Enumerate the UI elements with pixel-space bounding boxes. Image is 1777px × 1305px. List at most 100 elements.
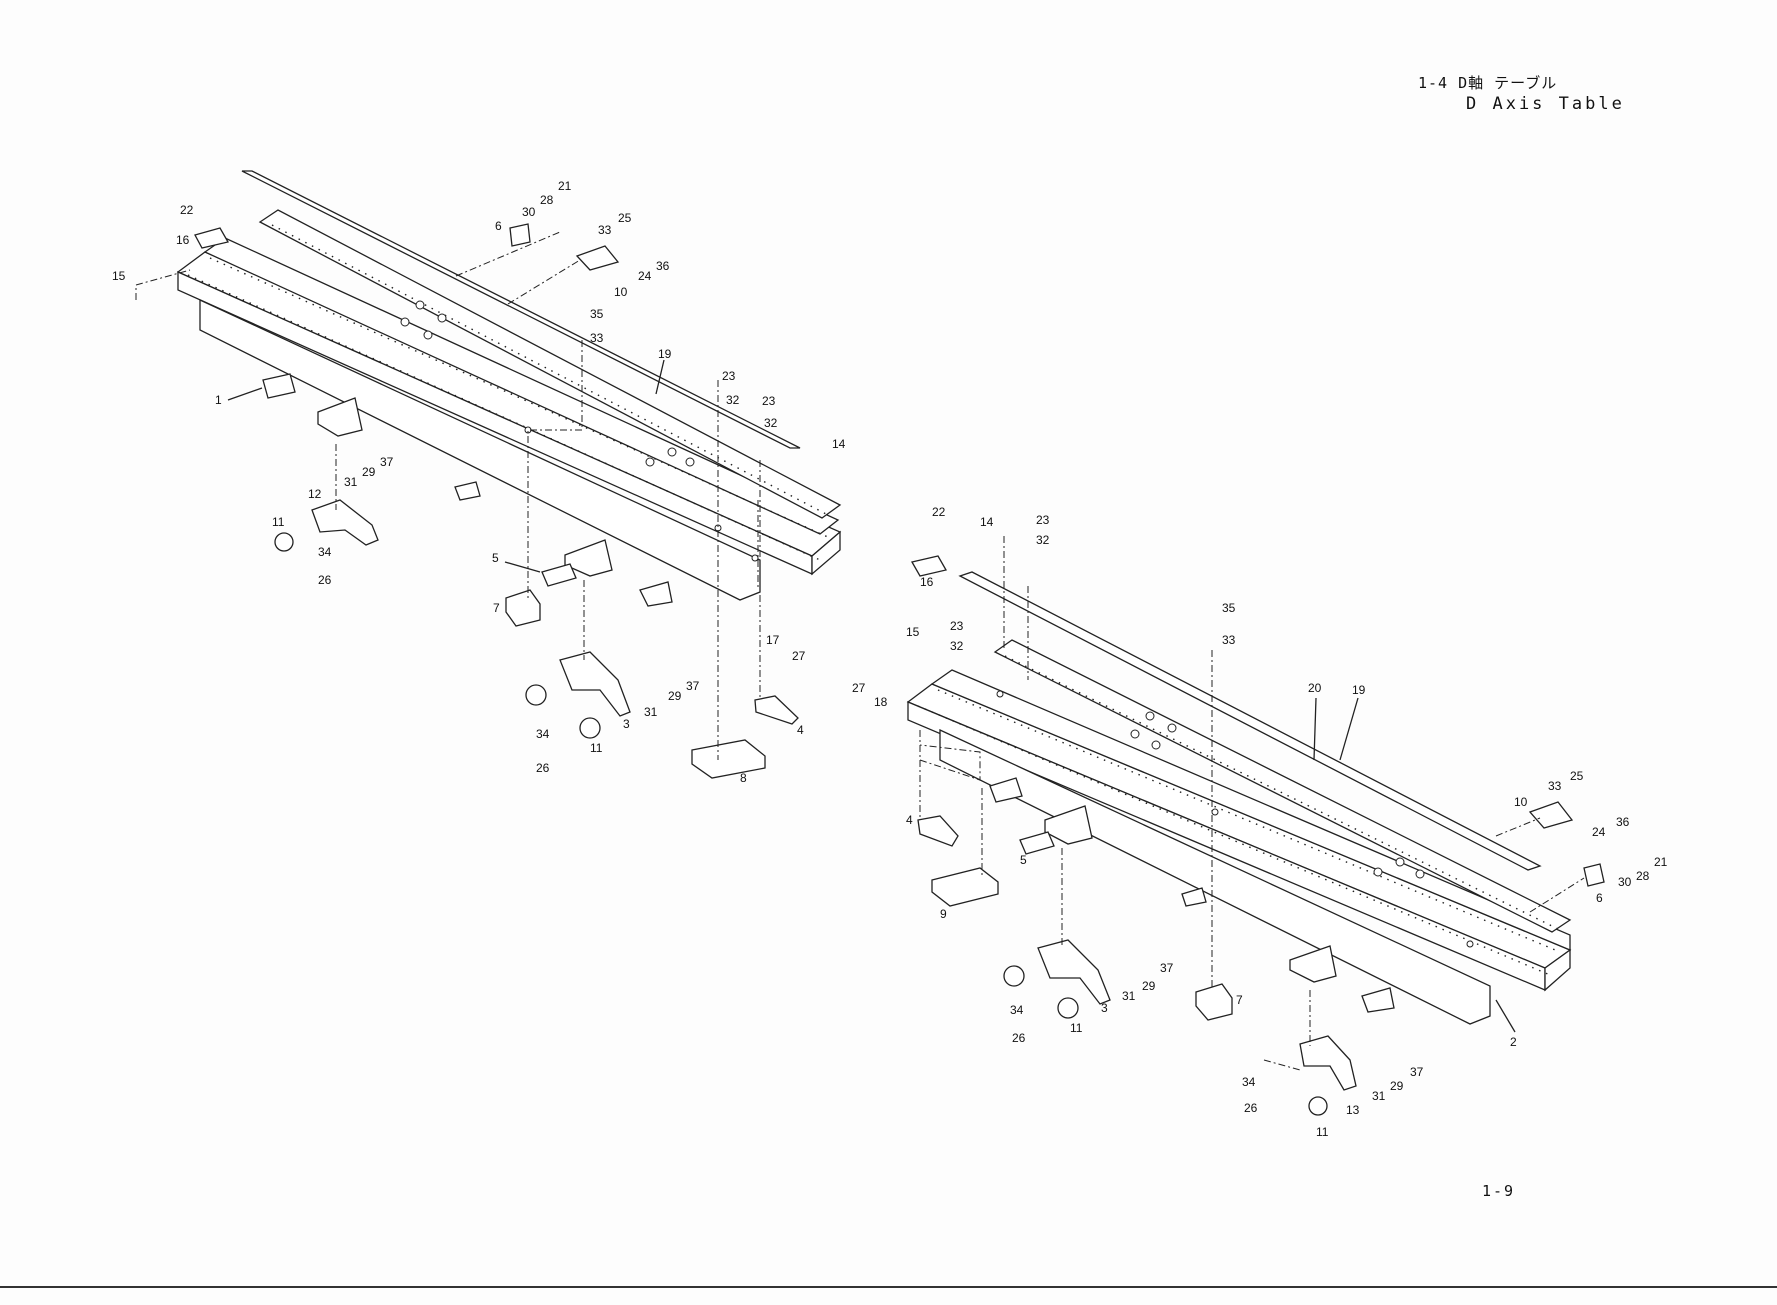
left-part-label: 26 [536,761,550,775]
right-part-label: 5 [1020,853,1027,867]
right-part-label: 16 [920,575,934,589]
left-wedge-4 [755,696,798,724]
left-part-label: 36 [656,259,670,273]
right-block-7 [1196,984,1232,1020]
left-table-assembly: 1 3 4 5 6 7 8 10 11 11 12 14 15 16 17 19… [112,171,846,785]
page-number: 1-9 [1482,1182,1515,1200]
right-part-label: 21 [1654,855,1668,869]
right-foot-block-3 [1182,888,1206,906]
right-table-assembly: 2 3 4 5 6 7 9 10 11 11 13 14 15 16 18 19… [852,505,1668,1139]
right-bracket-13 [1300,1036,1356,1090]
right-part-label: 19 [1352,683,1366,697]
right-part-label: 15 [906,625,920,639]
left-part-label: 37 [686,679,700,693]
left-part-label: 8 [740,771,747,785]
left-part-label: 31 [344,475,358,489]
right-part-label: 32 [950,639,964,653]
left-part-label: 31 [644,705,658,719]
right-part-label: 37 [1410,1065,1424,1079]
right-knob-11 [1004,966,1024,986]
left-part-label: 34 [318,545,332,559]
right-bracket-16 [912,556,946,576]
left-part-label: 27 [792,649,806,663]
right-part-label: 34 [1010,1003,1024,1017]
left-part-label: 14 [832,437,846,451]
right-bracket-10 [1530,802,1572,828]
right-part-label: 13 [1346,1103,1360,1117]
left-part-label: 37 [380,455,394,469]
right-part-label: 27 [852,681,866,695]
right-part-label: 25 [1570,769,1584,783]
left-part-label: 34 [536,727,550,741]
left-part-label: 29 [362,465,376,479]
right-part-label: 24 [1592,825,1606,839]
right-part-label: 23 [950,619,964,633]
right-knob-11c [1309,1097,1327,1115]
right-part-label: 23 [1036,513,1050,527]
left-block-7 [506,590,540,626]
left-part-label: 33 [598,223,612,237]
right-part-label: 26 [1012,1031,1026,1045]
right-part-label: 4 [906,813,913,827]
right-bracket-3 [1038,940,1110,1004]
right-part-label: 2 [1510,1035,1517,1049]
left-knob-11c [580,718,600,738]
left-knob-11 [275,533,293,551]
left-part-label: 21 [558,179,572,193]
right-part-label: 32 [1036,533,1050,547]
left-part-label: 16 [176,233,190,247]
left-table-top [178,252,840,556]
left-part-label: 12 [308,487,322,501]
left-part-label: 28 [540,193,554,207]
right-part-label: 34 [1242,1075,1256,1089]
right-part-label: 18 [874,695,888,709]
right-part-label: 37 [1160,961,1174,975]
left-part-label: 3 [623,717,630,731]
right-table-top [908,684,1570,968]
left-part-label: 23 [722,369,736,383]
left-bracket-12 [312,500,378,545]
left-bracket-10 [577,246,618,270]
right-knob-11b [1058,998,1078,1018]
right-part-label: 11 [1070,1021,1083,1035]
left-part-label: 19 [658,347,672,361]
scan-bottom-edge [0,1286,1777,1288]
left-part-label: 35 [590,307,604,321]
left-part-label: 24 [638,269,652,283]
right-foot-block-5 [1362,988,1394,1012]
right-plate-9 [932,868,998,906]
right-foot-block-4 [1290,946,1336,982]
right-part-label: 14 [980,515,994,529]
left-bracket-3 [560,652,630,716]
left-part-label: 23 [762,394,776,408]
left-part-label: 11 [590,741,603,755]
right-part-label: 3 [1101,1001,1108,1015]
right-part-label: 28 [1636,869,1650,883]
left-plate-5 [542,564,576,586]
left-part-label: 7 [493,601,500,615]
left-part-label: 22 [180,203,194,217]
left-part-label: 33 [590,331,604,345]
right-plate-6 [1584,864,1604,886]
right-part-label: 26 [1244,1101,1258,1115]
right-part-label: 35 [1222,601,1236,615]
left-foot-block-1 [263,374,295,398]
right-part-label: 31 [1372,1089,1386,1103]
right-part-label: 9 [940,907,947,921]
right-part-label: 20 [1308,681,1322,695]
left-part-label: 4 [797,723,804,737]
left-foot-block-5 [640,582,672,606]
left-part-label: 11 [272,515,285,529]
left-part-label: 15 [112,269,126,283]
left-plate-6 [510,224,530,246]
right-part-label: 33 [1548,779,1562,793]
right-part-label: 29 [1142,979,1156,993]
left-knob-11b [526,685,546,705]
left-part-label: 5 [492,551,499,565]
right-part-label: 33 [1222,633,1236,647]
left-part-label: 10 [614,285,628,299]
right-part-label: 22 [932,505,946,519]
right-table-front-face [908,702,1545,990]
